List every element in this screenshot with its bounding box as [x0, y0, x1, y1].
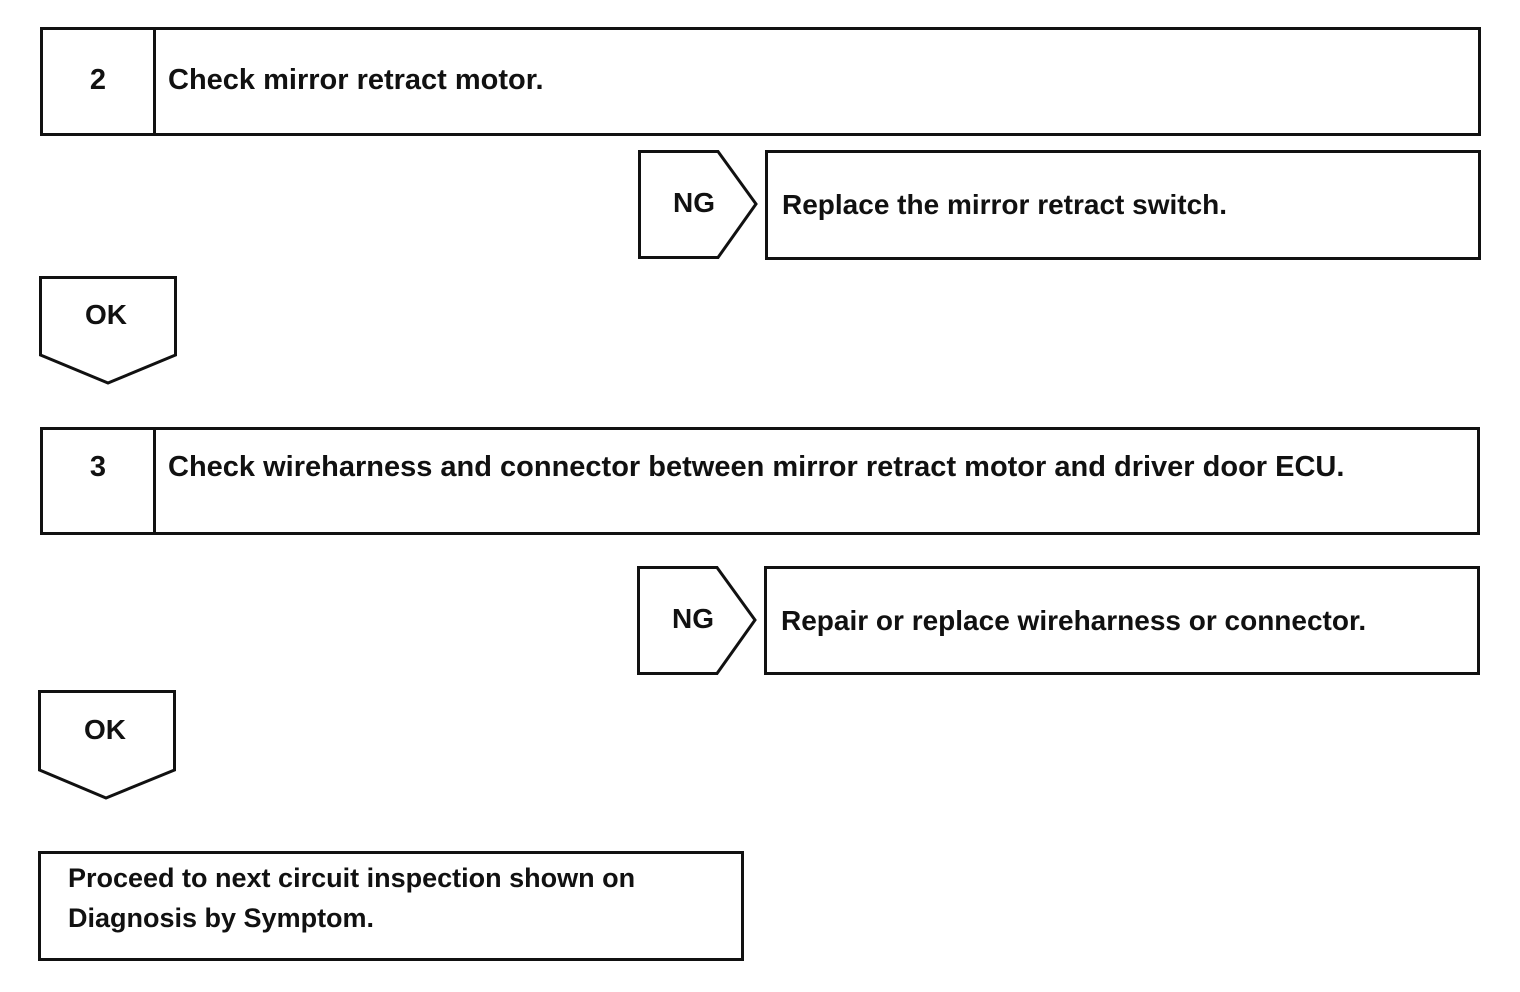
step-2-number: 2: [43, 30, 156, 133]
ng-arrow-1: [638, 150, 758, 259]
ok-label-1: OK: [85, 299, 127, 330]
ok-arrow-1: [39, 276, 177, 385]
step-2-text: Check mirror retract motor.: [168, 64, 544, 96]
step-2-box: 2 Check mirror retract motor.: [40, 27, 1481, 136]
ng-result-2-box: Repair or replace wireharness or connect…: [764, 566, 1480, 675]
final-instruction-box: Proceed to next circuit inspection shown…: [38, 851, 744, 961]
ng-result-1-box: Replace the mirror retract switch.: [765, 150, 1481, 260]
step-3-box: 3 Check wireharness and connector betwee…: [40, 427, 1480, 535]
ok-label-2: OK: [84, 714, 126, 745]
ng-arrow-2: [637, 566, 757, 675]
ng-label-2: NG: [672, 603, 714, 634]
final-instruction-text: Proceed to next circuit inspection shown…: [68, 863, 636, 933]
ok-arrow-2: [38, 690, 176, 800]
ng-label-1: NG: [673, 187, 715, 218]
step-3-text: Check wireharness and connector between …: [168, 451, 1345, 483]
ng-result-1-text: Replace the mirror retract switch.: [782, 189, 1228, 220]
ng-result-2-text: Repair or replace wireharness or connect…: [781, 605, 1367, 636]
step-3-number: 3: [43, 430, 156, 532]
